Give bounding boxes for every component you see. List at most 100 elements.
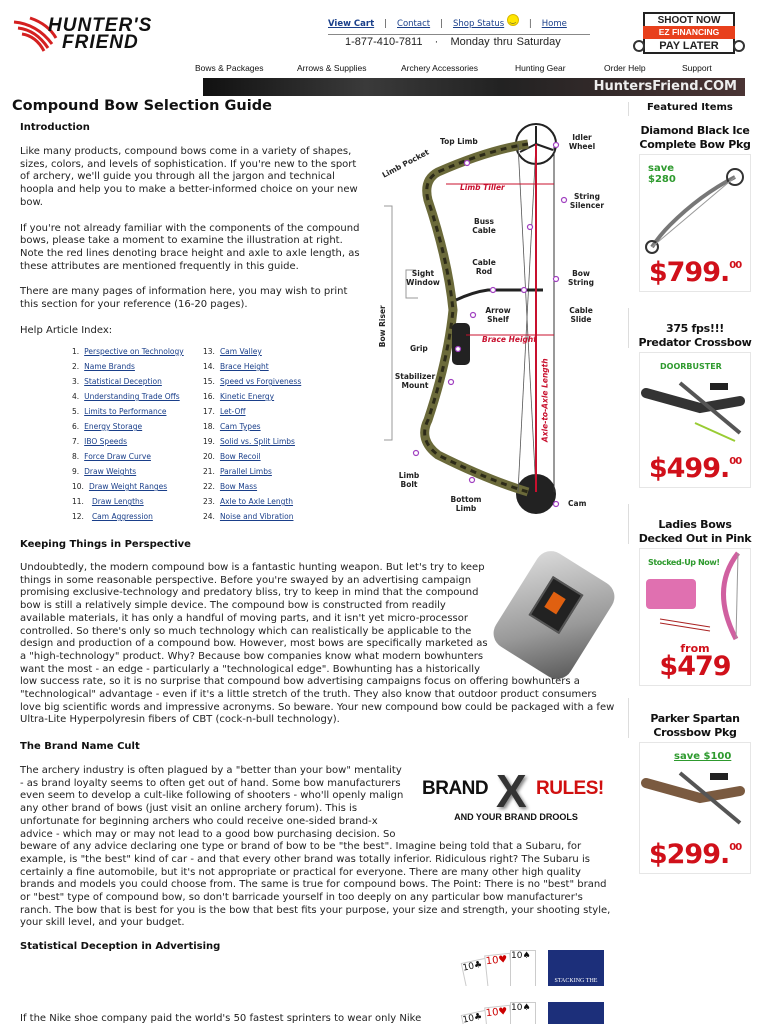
nav-support[interactable]: Support <box>682 63 712 73</box>
product-subtitle: Complete Bow Pkg <box>639 138 751 151</box>
product-price: $299.00 <box>640 841 750 869</box>
brand-section: The Brand Name Cult BRAND X RULES! AND Y… <box>20 741 616 930</box>
label-bow-string: Bow String <box>568 269 594 287</box>
help-index-label: Help Article Index: <box>20 324 113 336</box>
nav-bows-packages[interactable]: Bows & Packages <box>195 63 264 73</box>
intro-paragraph: Like many products, compound bows come i… <box>20 146 358 208</box>
index-item: 13. Cam Valley <box>203 347 262 356</box>
product-from: from <box>680 642 710 655</box>
index-link[interactable]: Limits to Performance <box>84 407 167 416</box>
price-dollars: $499. <box>648 453 730 484</box>
index-link[interactable]: Cam Types <box>219 422 261 431</box>
index-link[interactable]: Speed vs Forgiveness <box>219 377 302 386</box>
logo-text-friend: FRIEND <box>62 32 139 53</box>
nav-hunting-gear[interactable]: Hunting Gear <box>515 63 566 73</box>
brand-x-text: BRAND <box>422 778 489 799</box>
label-string-silencer: String Silencer <box>569 192 605 210</box>
stacked-cards-image: 10♣ 10♥ 10♠ STACKING THE <box>460 948 608 986</box>
index-link[interactable]: Understanding Trade Offs <box>84 392 180 401</box>
statistical-heading: Statistical Deception in Advertising <box>20 941 221 952</box>
pink-bow-icon <box>646 551 741 641</box>
index-link[interactable]: IBO Speeds <box>84 437 128 446</box>
product-subtitle: Decked Out in Pink <box>638 532 752 545</box>
home-link[interactable]: Home <box>541 19 567 29</box>
label-limb-bolt: Limb Bolt <box>398 471 420 489</box>
index-link[interactable]: Statistical Deception <box>84 377 162 386</box>
perspective-heading: Keeping Things in Perspective <box>20 539 191 550</box>
index-link[interactable]: Let-Off <box>219 407 246 416</box>
label-axle-to-axle-length: Axle-to-Axle Length <box>540 358 550 443</box>
product-image[interactable]: Stocked-Up Now! from$479 <box>639 548 751 686</box>
index-number: 10. <box>72 482 84 491</box>
product-image[interactable]: DOORBUSTER $499.00 <box>639 352 751 488</box>
shop-status-link[interactable]: Shop Status <box>452 19 505 29</box>
statistical-paragraph: If the Nike shoe company paid the world'… <box>20 1013 422 1024</box>
index-item: 5. Limits to Performance <box>72 407 166 416</box>
hunters-friend-logo[interactable]: HUNTER'S FRIEND <box>12 14 192 52</box>
index-number: 5. <box>72 407 80 416</box>
index-item: 14.Brace Height <box>203 362 269 371</box>
index-link[interactable]: Axle to Axle Length <box>219 497 294 506</box>
separator: | <box>384 19 388 29</box>
index-item: 10. Draw Weight Ranges <box>72 482 167 491</box>
nav-archery-accessories[interactable]: Archery Accessories <box>401 63 478 73</box>
index-number: 18. <box>203 422 215 431</box>
index-item: 6.Energy Storage <box>72 422 142 431</box>
index-link[interactable]: Cam Valley <box>219 347 262 356</box>
index-number: 12. <box>72 512 84 521</box>
index-link[interactable]: Draw Lengths <box>91 497 144 506</box>
logo-text-hunters: HUNTER'S <box>48 15 153 36</box>
compound-bow-diagram: Top Limb Idler Wheel Limb Pocket Limb Ti… <box>378 120 610 520</box>
index-item: 24.Noise and Vibration <box>203 512 293 521</box>
brand-x-rules-image: BRAND X RULES! AND YOUR BRAND DROOLS <box>416 765 616 830</box>
label-limb-tiller: Limb Tiller <box>460 183 505 192</box>
index-link[interactable]: Draw Weight Ranges <box>88 482 168 491</box>
product-badge: DOORBUSTER <box>660 362 722 371</box>
index-link[interactable]: Noise and Vibration <box>219 512 294 521</box>
index-link[interactable]: Parallel Limbs <box>219 467 272 476</box>
separator: | <box>528 19 532 29</box>
index-number: 13. <box>203 347 215 356</box>
index-link[interactable]: Cam Aggression <box>91 512 153 521</box>
index-link[interactable]: Solid vs. Split Limbs <box>219 437 295 446</box>
wheel-icon <box>633 40 645 52</box>
product-price: $479 <box>640 653 750 681</box>
index-item: 21.Parallel Limbs <box>203 467 272 476</box>
nav-arrows-supplies[interactable]: Arrows & Supplies <box>297 63 367 73</box>
product-badge: save $100 <box>674 751 732 762</box>
index-number: 15. <box>203 377 215 386</box>
index-item: 8.Force Draw Curve <box>72 452 151 461</box>
index-link[interactable]: Draw Weights <box>84 467 137 476</box>
index-link[interactable]: Force Draw Curve <box>84 452 151 461</box>
product-image[interactable]: save $100 $299.00 <box>639 742 751 874</box>
contact-link[interactable]: Contact <box>397 19 431 29</box>
business-hours: Monday thru Saturday <box>450 36 561 48</box>
index-link[interactable]: Bow Recoil <box>219 452 261 461</box>
brand-x-text: X <box>496 765 527 817</box>
label-stabilizer-mount: Stabilizer Mount <box>394 372 436 390</box>
product-badge: Stocked-Up Now! <box>648 558 720 567</box>
index-link[interactable]: Kinetic Energy <box>219 392 275 401</box>
price-dollars: $799. <box>648 257 730 288</box>
label-cable-slide: Cable Slide <box>569 306 593 324</box>
promo-line-2: EZ FINANCING <box>643 26 735 39</box>
index-number: 20. <box>203 452 215 461</box>
index-link[interactable]: Name Brands <box>84 362 135 371</box>
financing-promo-banner[interactable]: SHOOT NOW EZ FINANCING PAY LATER <box>633 12 745 56</box>
label-buss-cable: Buss Cable <box>472 217 496 235</box>
product-image[interactable]: save $280$799.00 <box>639 154 751 292</box>
index-link[interactable]: Brace Height <box>219 362 269 371</box>
separator: | <box>440 19 443 29</box>
product-price: $499.00 <box>640 455 750 483</box>
index-link[interactable]: Bow Mass <box>219 482 258 491</box>
view-cart-link[interactable]: View Cart <box>328 19 375 29</box>
nav-order-help[interactable]: Order Help <box>604 63 646 73</box>
label-arrow-shelf: Arrow Shelf <box>485 306 511 324</box>
index-link[interactable]: Energy Storage <box>84 422 143 431</box>
brand-x-text: AND YOUR BRAND DROOLS <box>454 812 578 822</box>
index-link[interactable]: Perspective on Technology <box>84 347 184 356</box>
